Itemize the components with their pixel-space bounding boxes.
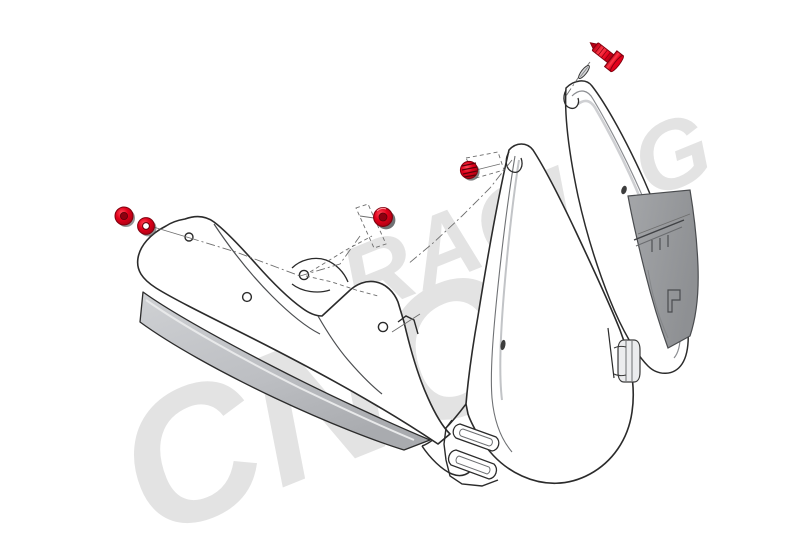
hardware-nut-upper-center (459, 160, 480, 181)
center-tab-outline (291, 257, 349, 283)
inner-bracket-shade-line (647, 269, 669, 339)
upper-fairing-nose-loop (505, 151, 523, 173)
screw-washer-rib (579, 67, 589, 77)
inner-bracket-slot-line-2 (635, 226, 683, 247)
leader-upper-nut (475, 163, 501, 171)
inner-bracket-slot-line (633, 219, 685, 241)
leader-dark-panel (637, 213, 691, 235)
mount-hole-mid (241, 291, 253, 303)
nut-upper-knurl (461, 162, 478, 178)
fairing-side-flange (607, 327, 615, 379)
hardware-bolt-head-center (373, 207, 396, 230)
hardware-bolt-head-left-outer (114, 206, 135, 227)
grommet-tab-lower (613, 373, 627, 377)
upper-fairing-crease (490, 155, 516, 453)
upper-fairing-vent-mark (500, 339, 506, 351)
lower-fairing-inner-crease-2 (317, 315, 383, 395)
mount-hole-lower-right (377, 321, 389, 333)
lower-fairing-inner-crease (213, 223, 321, 335)
bolt-center-highlight (376, 207, 387, 212)
part-mount-slots (443, 419, 500, 487)
mount-hole-upper-left (184, 232, 194, 242)
bolt-center-recess (378, 212, 388, 222)
windscreen-tip-loop (563, 89, 580, 110)
centreline-screen (407, 159, 513, 265)
part-inner-bracket-panel (627, 189, 699, 349)
upper-fairing-body (465, 143, 635, 485)
part-rubber-grommet-strip (607, 327, 641, 383)
hardware-screw-top-right (578, 42, 624, 80)
slot-bracket-outline (443, 419, 499, 487)
inner-bracket-shape (627, 189, 699, 349)
screw-head-face (610, 55, 624, 73)
upper-fairing-crease-2 (499, 159, 520, 401)
leader-lower-right (391, 313, 421, 333)
part-lower-side-fairing (136, 215, 451, 451)
inner-bracket-notch (667, 289, 681, 313)
lower-fairing-step (397, 315, 419, 335)
slot-lower-inner (455, 455, 491, 475)
lower-fairing-shade-highlight (145, 299, 415, 441)
lower-fairing-body (136, 215, 451, 445)
screw-tip (589, 42, 598, 50)
construction-lines (149, 61, 691, 333)
leader-center-bolt (359, 215, 375, 219)
screw-thread-lines (594, 44, 611, 61)
slot-lower (447, 449, 498, 480)
part-upper-fairing (421, 143, 635, 485)
bolt-left-outer-recess (120, 211, 129, 220)
grommet-tab-upper (613, 345, 627, 349)
centreline-left (189, 237, 301, 277)
dashed-box-center (355, 203, 387, 249)
screw-washer (578, 64, 590, 80)
center-tab-underline (291, 283, 331, 293)
hardware-washer-left-inner (137, 217, 157, 237)
windscreen-fixing-mark (621, 185, 627, 195)
slot-upper-inner (459, 428, 493, 447)
dashed-tab-outline (305, 275, 379, 297)
dashed-diag-center (309, 235, 373, 273)
slot-upper (452, 423, 500, 452)
washer-left-hole (142, 222, 150, 230)
leader-left-bolt (149, 225, 191, 239)
centreline-center (299, 235, 361, 277)
lower-fairing-shade (139, 291, 431, 451)
